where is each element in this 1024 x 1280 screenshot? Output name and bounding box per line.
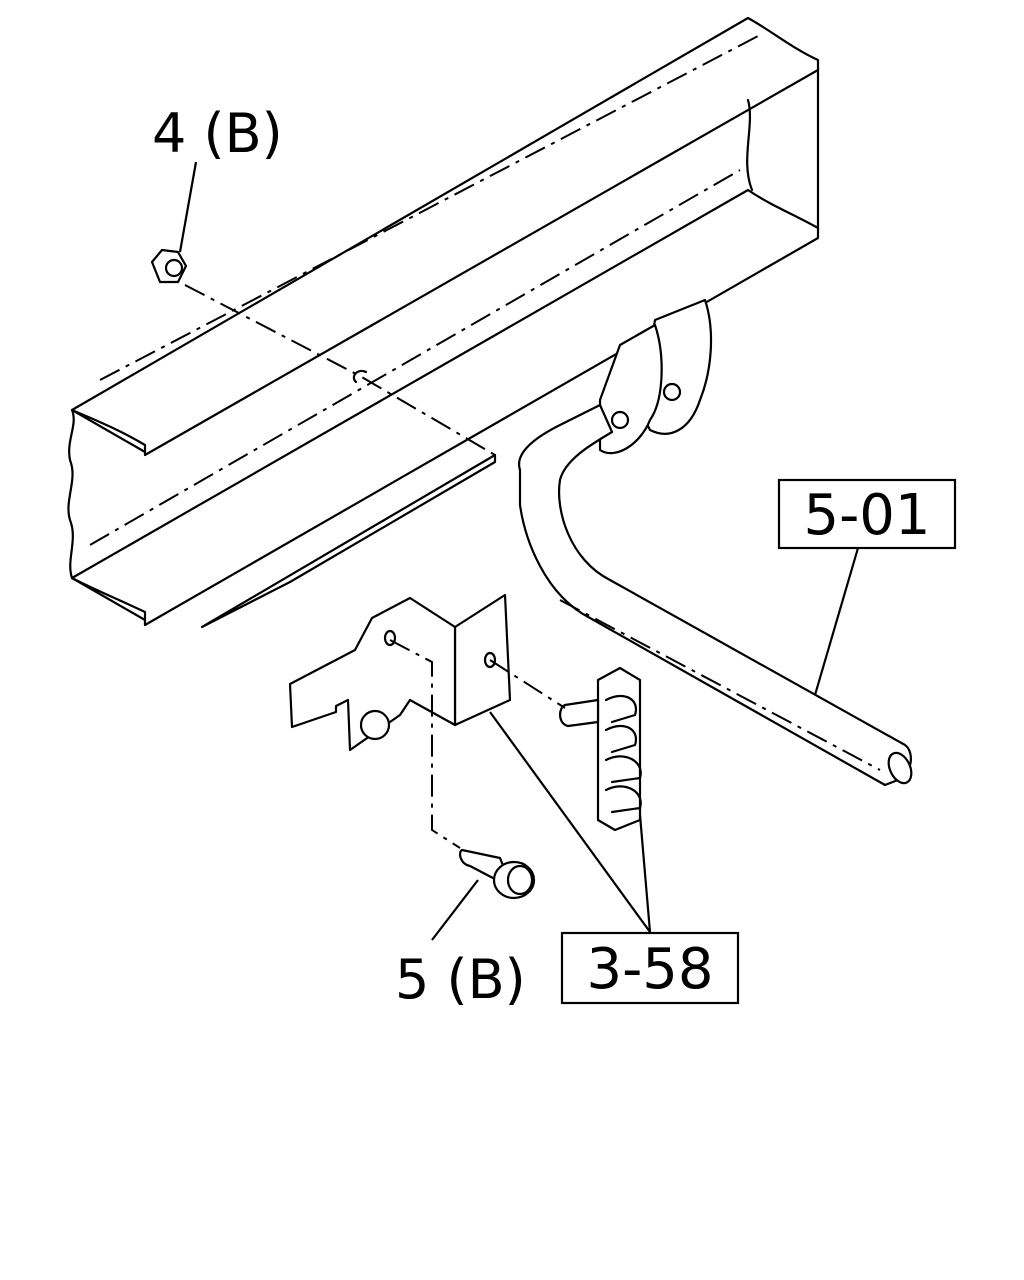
frame-rail-end-profile: [746, 98, 754, 192]
cross-pipe-centerline: [559, 599, 881, 771]
frame-ref-box: 5-01: [777, 478, 957, 550]
bracket-ref-box-border: [560, 931, 740, 1005]
flange-bolt: [459, 848, 536, 900]
bracket-ref-leader-a: [489, 711, 651, 933]
frame-ref-leader: [813, 547, 860, 696]
frame-rail-top-flange: [70, 16, 820, 457]
bracket-stud: [359, 709, 391, 741]
frame-rail-bottom-flange: [70, 188, 820, 627]
frame-rail: [67, 16, 820, 627]
nut-leader: [178, 161, 198, 253]
bracket-main-face: [288, 596, 457, 752]
mount-plate-outline: [200, 453, 497, 629]
hanger-hole-front: [610, 410, 630, 430]
bolt-leader: [431, 879, 479, 941]
pipe-clip-stem: [559, 698, 600, 728]
frame-rail-top-hidden: [99, 34, 761, 381]
nut-callout-label: 4 (B): [152, 102, 283, 165]
cross-pipe: [517, 403, 913, 787]
bolt-callout-label: 5 (B): [395, 948, 526, 1011]
leaders: [178, 161, 860, 941]
bolt-assembly-line: [389, 639, 461, 849]
flange-bolt-head-face: [506, 864, 534, 896]
cross-pipe-end: [887, 751, 913, 785]
frame-ref-box-border: [777, 478, 957, 550]
hanger-hole-rear: [662, 382, 682, 402]
bracket-ref-label: 3-58: [586, 937, 713, 1002]
nut-assembly-line: [184, 284, 496, 456]
clip-assembly-line: [489, 659, 566, 709]
flange-nut-hole: [164, 258, 184, 278]
frame-ref-label: 5-01: [803, 483, 930, 548]
bracket-ref-box: 3-58: [560, 931, 740, 1005]
hanger-bracket: [598, 298, 713, 455]
cross-pipe-body: [517, 403, 912, 787]
frame-rail-centerline: [89, 169, 741, 546]
flange-nut: [150, 248, 188, 284]
pipe-clip-slot-2: [604, 724, 638, 754]
bracket-side-face: [453, 593, 512, 727]
pipe-clip-slot-1: [604, 694, 638, 724]
pipe-clip: [559, 666, 642, 832]
assembly-lines: [184, 284, 566, 849]
pipe-clip-slot-3: [604, 755, 642, 784]
pipe-clip-slot-4: [604, 785, 642, 814]
clip-bracket: [288, 593, 512, 752]
bracket-ref-leader-b: [638, 814, 652, 933]
